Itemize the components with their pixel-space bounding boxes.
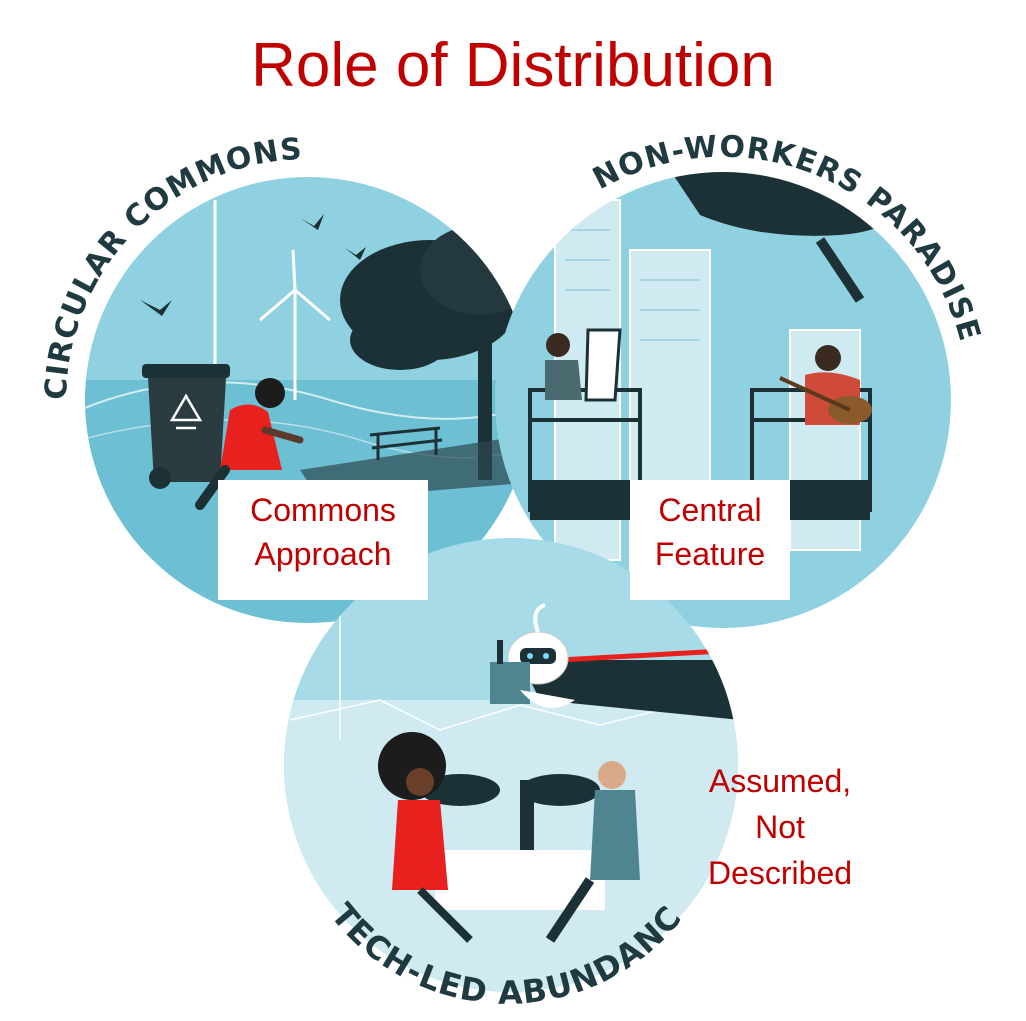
bench-icon bbox=[369, 426, 443, 460]
label-line: Feature bbox=[654, 536, 766, 572]
robot-icon bbox=[490, 603, 575, 708]
person-in-red-illustration bbox=[195, 378, 304, 510]
label-line: Approach bbox=[254, 536, 392, 572]
label-line: Central bbox=[658, 492, 762, 528]
label-central-feature: Central Feature bbox=[630, 480, 790, 600]
label-line: Commons bbox=[250, 492, 396, 528]
man-in-teal-illustration bbox=[545, 761, 640, 943]
label-assumed-not-described: Assumed, Not Described bbox=[680, 758, 880, 896]
label-line: Not bbox=[755, 809, 805, 845]
circle-non-workers-paradise bbox=[495, 172, 951, 628]
label-line: Assumed, bbox=[708, 763, 852, 799]
page-title: Role of Distribution bbox=[251, 31, 775, 100]
painter-illustration bbox=[545, 328, 622, 402]
label-commons-approach: Commons Approach bbox=[218, 480, 428, 600]
label-line: Described bbox=[707, 855, 853, 891]
recycling-bin-icon bbox=[142, 364, 230, 489]
guitarist-illustration bbox=[779, 345, 872, 425]
woman-in-red-illustration bbox=[378, 732, 473, 943]
birds-icon bbox=[140, 214, 366, 316]
